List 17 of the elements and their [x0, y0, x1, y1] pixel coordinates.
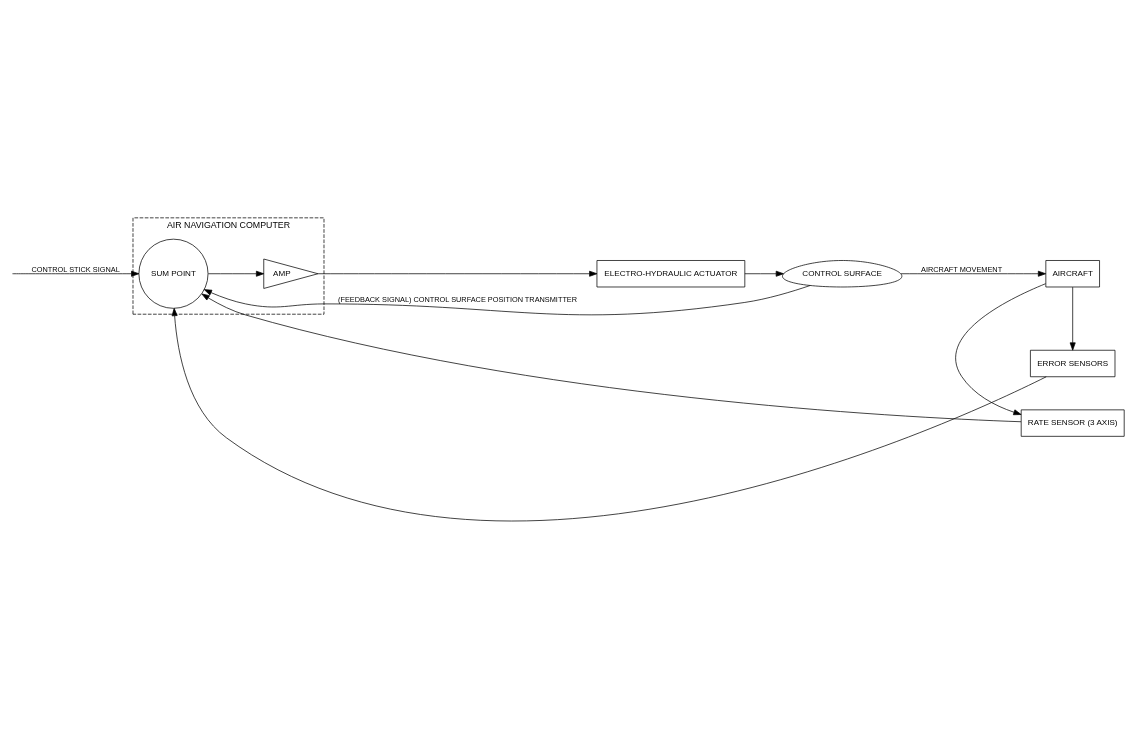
- edge-label: CONTROL STICK SIGNAL: [31, 264, 120, 274]
- node-box: RATE SENSOR (3 AXIS): [1020, 409, 1125, 437]
- arrow: [317, 270, 598, 277]
- arrow: [203, 284, 811, 315]
- arrow: [201, 293, 1022, 422]
- edge-label: AIRCRAFT MOVEMENT: [921, 264, 1003, 274]
- node-box: AIRCRAFT: [1045, 259, 1100, 287]
- arrow: [955, 282, 1046, 415]
- node-box: ELECTRO-HYDRAULIC ACTUATOR: [596, 259, 746, 287]
- node-box: ERROR SENSORS: [1030, 349, 1116, 377]
- arrow: [744, 270, 784, 277]
- arrow: [207, 270, 265, 277]
- arrow: [171, 307, 1047, 521]
- arrow: [12, 270, 140, 277]
- arrow: [900, 270, 1047, 277]
- arrow: [1069, 286, 1076, 351]
- edge-label: (FEEDBACK SIGNAL) CONTROL SURFACE POSITION TRANSMITTER: [337, 294, 578, 304]
